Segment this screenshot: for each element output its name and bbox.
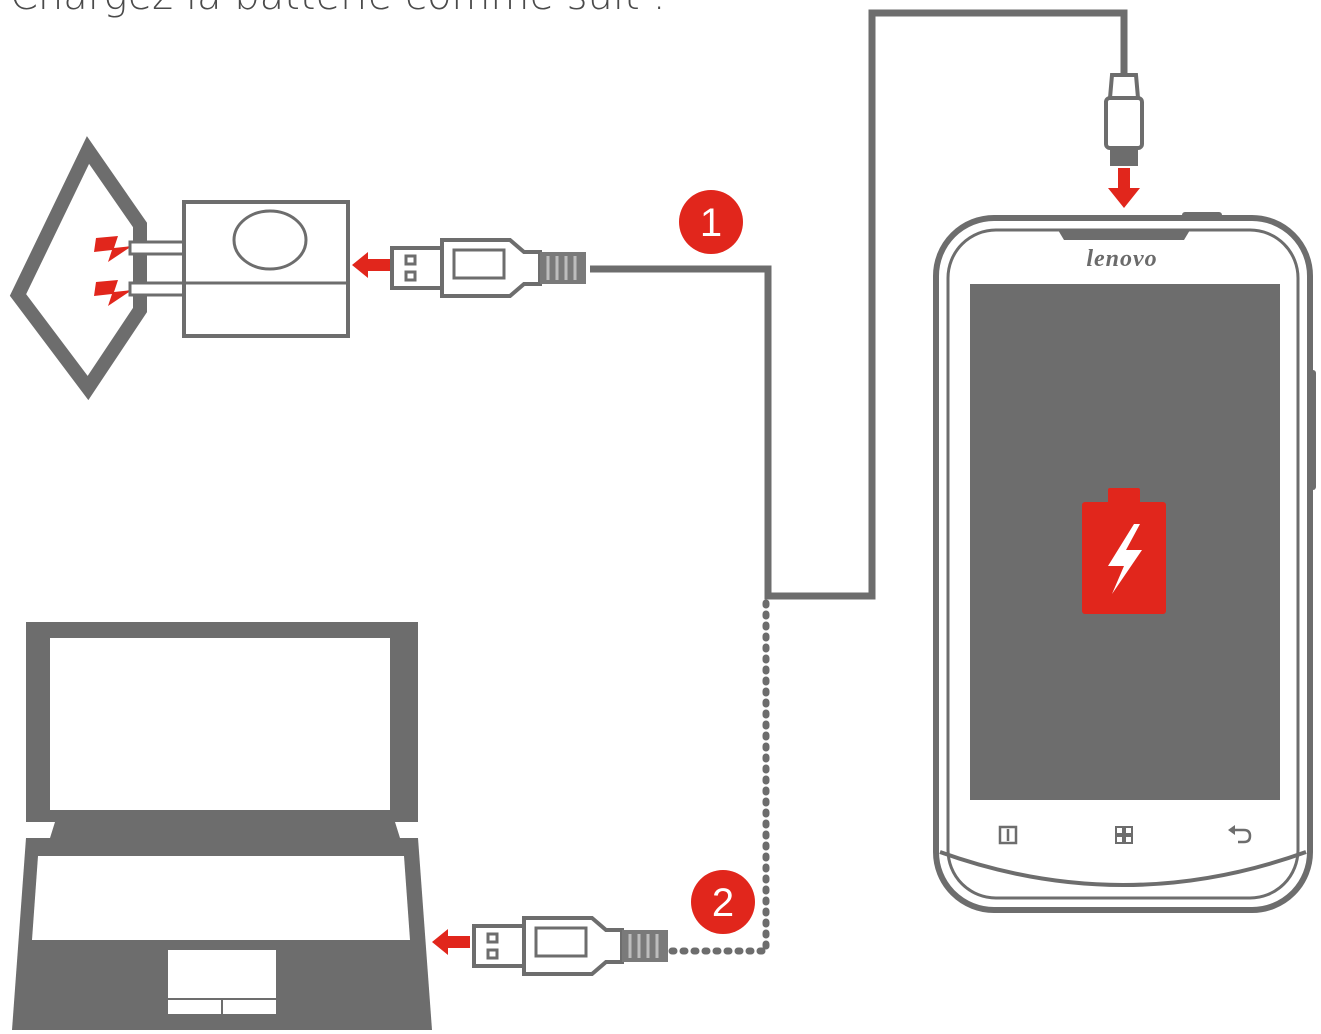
step-2-number: 2 bbox=[712, 881, 734, 925]
charging-battery-icon bbox=[1082, 488, 1166, 614]
wall-outlet-icon bbox=[9, 136, 147, 401]
step-1-badge: 1 bbox=[679, 190, 743, 254]
phone-brand-logo: lenovo bbox=[1086, 246, 1157, 272]
arrow-down-icon bbox=[1108, 168, 1140, 208]
step-1-number: 1 bbox=[700, 201, 722, 245]
step-2-badge: 2 bbox=[691, 870, 755, 934]
power-adapter-icon bbox=[128, 200, 350, 338]
laptop-icon bbox=[12, 622, 432, 1030]
arrow-left-icon bbox=[352, 252, 390, 278]
phone-home-key-icon bbox=[1115, 826, 1133, 844]
phone-back-key-icon bbox=[1228, 825, 1252, 844]
phone-menu-key-icon bbox=[998, 825, 1018, 845]
micro-usb-plug-icon bbox=[1104, 73, 1144, 166]
cable-dotted bbox=[668, 596, 770, 955]
cable-solid bbox=[590, 9, 1128, 600]
usb-plug-icon bbox=[472, 916, 670, 976]
page-heading: Chargez la batterie comme suit : bbox=[10, 0, 666, 16]
usb-plug-icon bbox=[390, 238, 588, 298]
arrow-left-icon bbox=[432, 929, 470, 955]
